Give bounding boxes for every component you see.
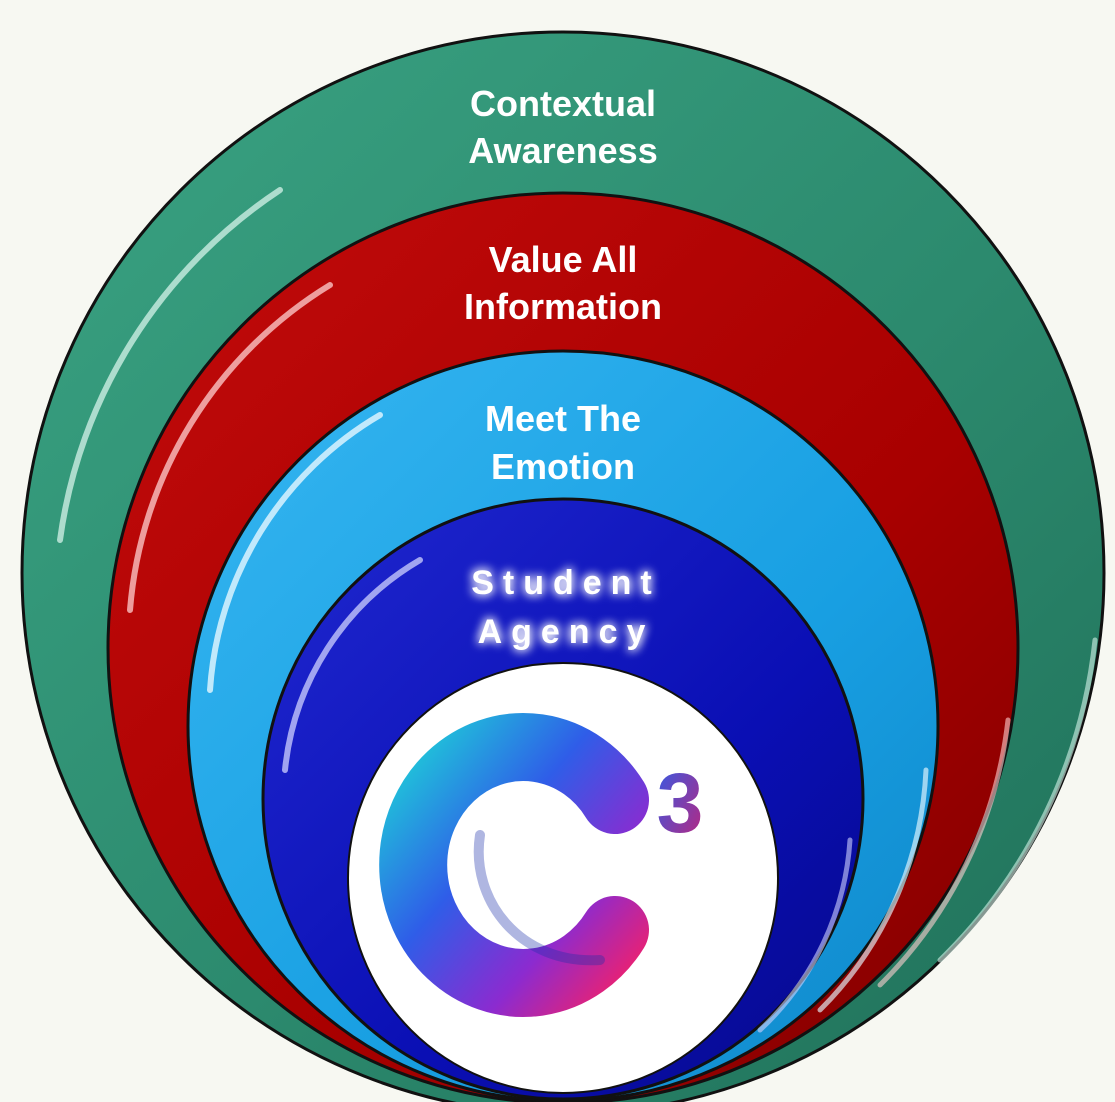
- label-student-agency: Student Agency: [471, 564, 661, 651]
- label-value-all-information: Value All Information: [464, 239, 662, 327]
- label-line-1: Student: [471, 564, 661, 602]
- logo-superscript: 3: [657, 756, 704, 850]
- label-line-2: Agency: [478, 613, 655, 651]
- label-line-2: Information: [464, 286, 662, 327]
- label-line-1: Meet The: [485, 398, 641, 439]
- label-line-1: Value All: [489, 239, 638, 280]
- label-contextual-awareness: Contextual Awareness: [468, 83, 657, 171]
- label-line-2: Emotion: [491, 446, 635, 487]
- label-meet-the-emotion: Meet The Emotion: [485, 398, 641, 487]
- label-line-1: Contextual: [470, 83, 656, 124]
- center-logo-disc: 3: [347, 662, 779, 1094]
- c3-logo: 3: [379, 713, 704, 1017]
- label-line-2: Awareness: [468, 130, 657, 171]
